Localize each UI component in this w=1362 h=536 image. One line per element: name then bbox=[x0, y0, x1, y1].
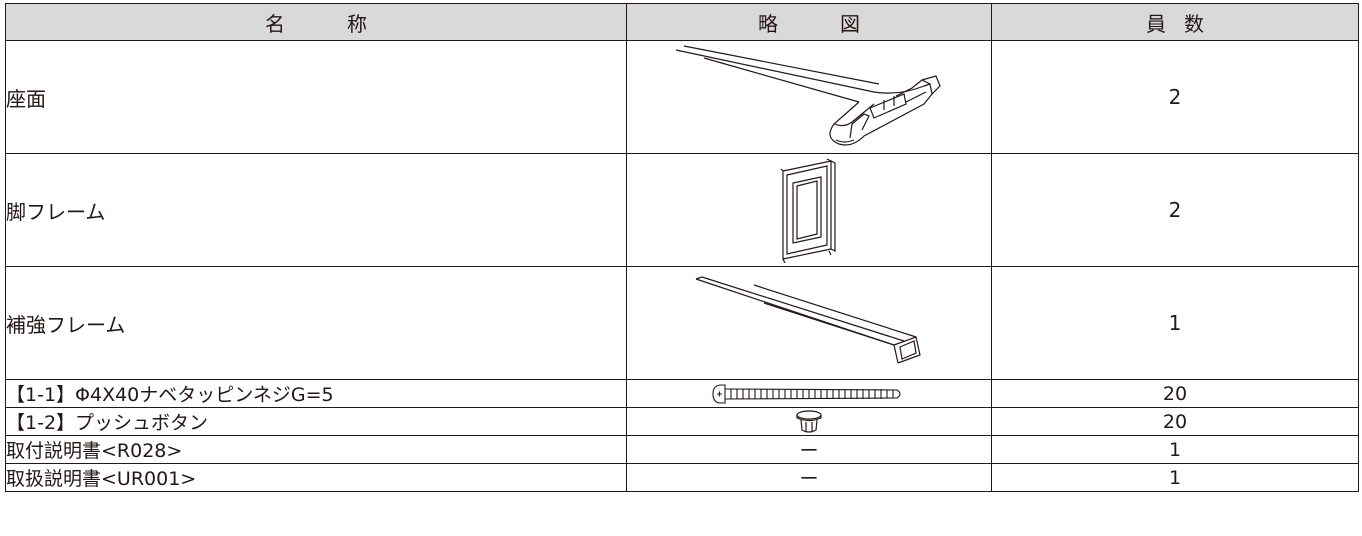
table-row: 脚フレーム 2 bbox=[5, 153, 1359, 267]
part-figure-none: ー bbox=[626, 435, 992, 464]
screw-icon bbox=[712, 383, 901, 404]
header-figure: 略図 bbox=[626, 3, 992, 41]
parts-list-table: 名称 略図 員数 座面 bbox=[5, 3, 1359, 492]
part-name: 補強フレーム bbox=[5, 266, 627, 380]
table-row: 取扱説明書<UR001> ー 1 bbox=[5, 463, 1359, 492]
part-figure bbox=[626, 379, 992, 408]
seat-panel-icon bbox=[675, 45, 941, 146]
header-name: 名称 bbox=[5, 3, 627, 41]
header-quantity: 員数 bbox=[991, 3, 1359, 41]
part-name: 【1-2】プッシュボタン bbox=[5, 407, 627, 436]
table-row: 補強フレーム 1 bbox=[5, 266, 1359, 380]
push-button-icon bbox=[796, 409, 822, 433]
part-quantity: 20 bbox=[991, 407, 1359, 436]
part-name: 座面 bbox=[5, 40, 627, 154]
table-header-row: 名称 略図 員数 bbox=[5, 3, 1359, 41]
part-name: 取扱説明書<UR001> bbox=[5, 463, 627, 492]
part-name: 【1-1】Φ4X40ナベタッピンネジG=5 bbox=[5, 379, 627, 408]
part-figure bbox=[626, 407, 992, 436]
table-row: 座面 2 bbox=[5, 40, 1359, 154]
part-quantity: 2 bbox=[991, 153, 1359, 267]
part-quantity: 2 bbox=[991, 40, 1359, 154]
part-figure bbox=[626, 153, 992, 267]
part-quantity: 20 bbox=[991, 379, 1359, 408]
part-quantity: 1 bbox=[991, 463, 1359, 492]
leg-frame-icon bbox=[780, 158, 836, 263]
table-row: 【1-2】プッシュボタン 20 bbox=[5, 407, 1359, 436]
part-quantity: 1 bbox=[991, 435, 1359, 464]
part-figure bbox=[626, 266, 992, 380]
table-row: 取付説明書<R028> ー 1 bbox=[5, 435, 1359, 464]
part-figure-none: ー bbox=[626, 463, 992, 492]
part-name: 取付説明書<R028> bbox=[5, 435, 627, 464]
part-figure bbox=[626, 40, 992, 154]
table-row: 【1-1】Φ4X40ナベタッピンネジG=5 20 bbox=[5, 379, 1359, 408]
part-quantity: 1 bbox=[991, 266, 1359, 380]
part-name: 脚フレーム bbox=[5, 153, 627, 267]
reinforcement-frame-icon bbox=[695, 276, 921, 364]
